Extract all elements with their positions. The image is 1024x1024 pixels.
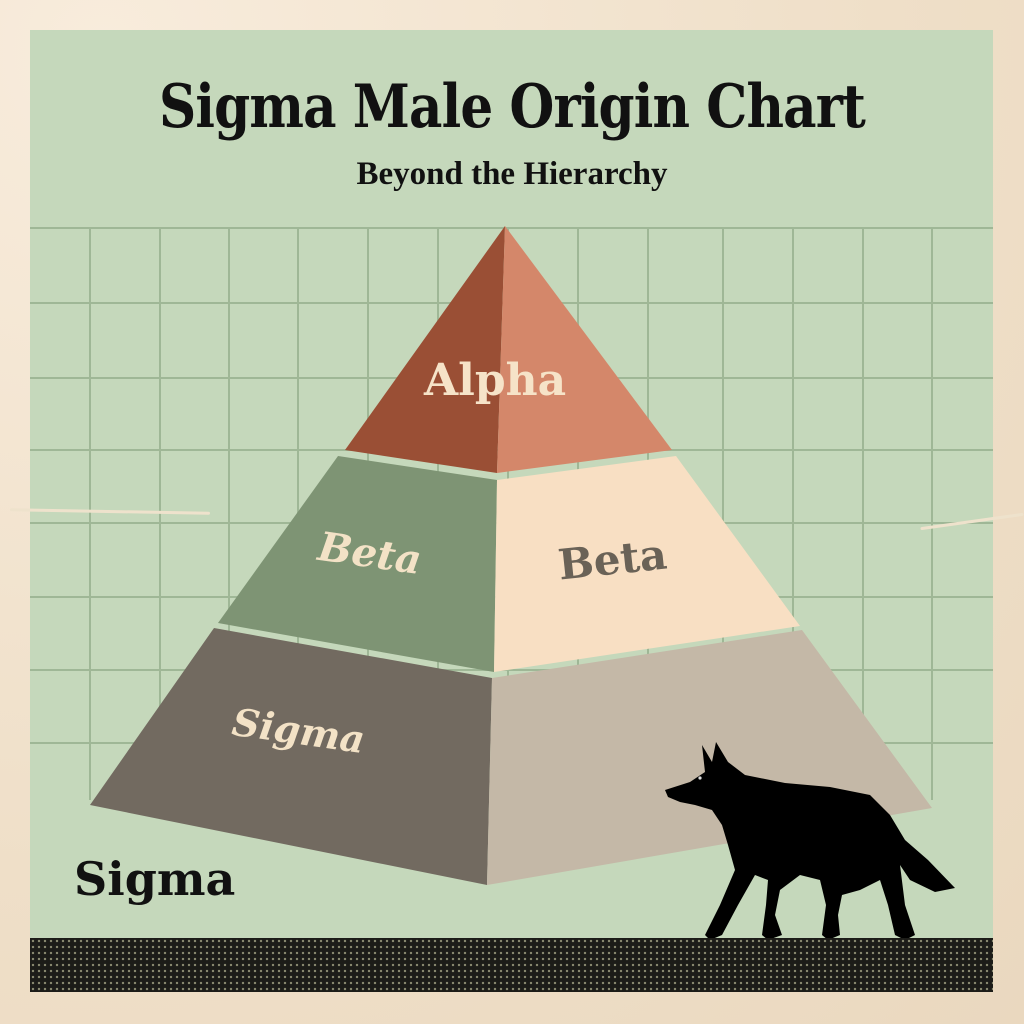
page-title: Sigma Male Origin Chart	[158, 72, 866, 142]
halftone-ground-band	[30, 938, 993, 992]
pyramid-bottom-left-face	[90, 628, 492, 885]
outside-sigma-label: Sigma	[74, 852, 236, 906]
pyramid-top-right-face	[497, 226, 672, 473]
tier-label-alpha: Alpha	[424, 355, 567, 406]
pyramid-middle-right-face	[494, 456, 800, 672]
wolf-silhouette-icon	[665, 742, 955, 940]
pyramid-middle-left-face	[218, 456, 497, 672]
page-subtitle: Beyond the Hierarchy	[356, 156, 668, 192]
pyramid-top-left-face	[345, 226, 505, 473]
